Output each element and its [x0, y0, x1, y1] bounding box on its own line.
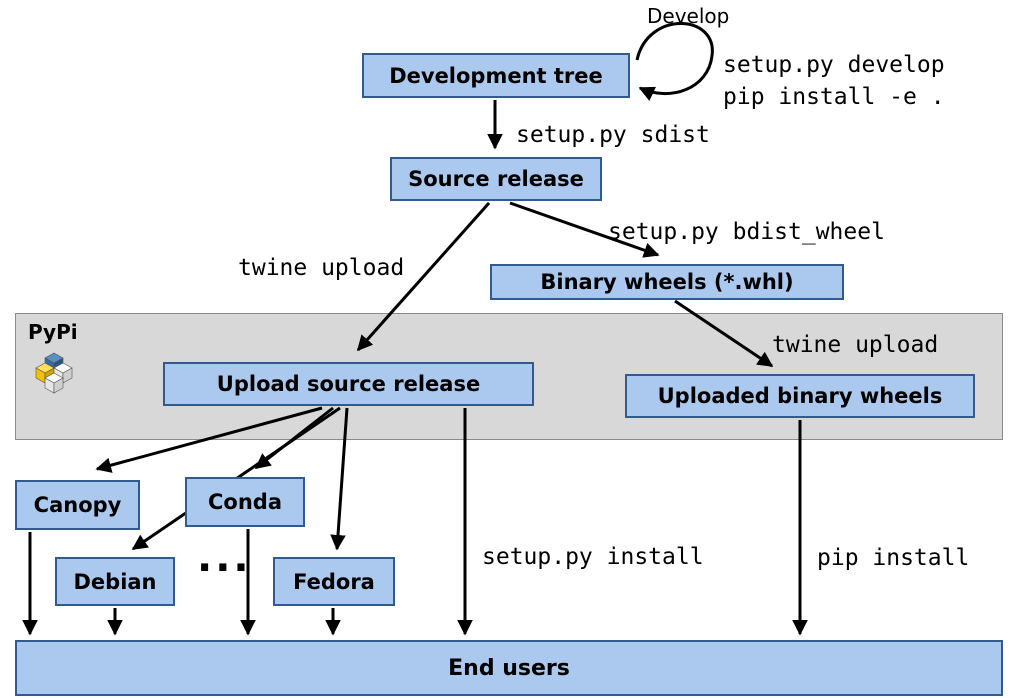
node-source-release: Source release	[390, 157, 602, 201]
label-develop: Develop	[647, 4, 730, 28]
pypi-logo-cube-white-bottom	[44, 372, 64, 394]
pypi-logo-cubes	[35, 352, 73, 394]
node-debian: Debian	[55, 557, 175, 606]
node-development-tree: Development tree	[362, 53, 630, 98]
node-canopy: Canopy	[15, 480, 140, 530]
label-setup-py-sdist: setup.py sdist	[516, 122, 710, 148]
label-setup-py-develop: setup.py develop	[723, 52, 945, 78]
pypi-logo	[35, 352, 73, 394]
label-twine-upload-source: twine upload	[238, 255, 405, 281]
arrow-develop-self-loop	[635, 22, 714, 101]
pypi-band-label: PyPi	[28, 320, 78, 344]
label-setup-py-bdist-wheel: setup.py bdist_wheel	[608, 219, 885, 245]
node-fedora: Fedora	[273, 557, 395, 606]
ellipsis-other-distros: ...	[197, 535, 252, 581]
node-binary-wheels: Binary wheels (*.whl)	[490, 264, 844, 300]
label-setup-py-install: setup.py install	[482, 544, 704, 570]
node-conda: Conda	[185, 477, 305, 527]
label-pip-install-editable: pip install -e .	[723, 84, 945, 110]
node-end-users: End users	[15, 640, 1003, 696]
node-upload-source-release: Upload source release	[163, 362, 534, 406]
label-twine-upload-wheels: twine upload	[772, 332, 939, 358]
node-uploaded-binary-wheels: Uploaded binary wheels	[625, 374, 975, 418]
label-pip-install: pip install	[817, 545, 970, 571]
pypi-logo-cube-yellow	[35, 362, 55, 384]
